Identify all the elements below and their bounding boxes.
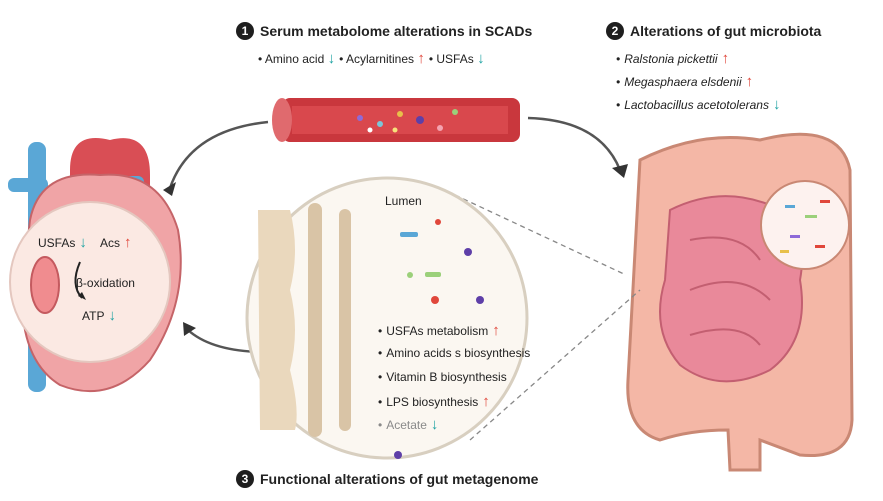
section3-header: 3 Functional alterations of gut metageno… [236,470,538,488]
down-arrow-icon: ↓ [327,50,336,67]
section2-title: Alterations of gut microbiota [630,23,822,39]
section1-item: • Acylarnitines ↑ [339,50,425,67]
heart-illustration [8,138,182,393]
section1-number-badge: 1 [236,22,254,40]
section3-title: Functional alterations of gut metagenome [260,471,539,487]
section3-item: • Amino acids s biosynthesis [378,346,531,360]
up-arrow-icon: ↑ [124,234,132,251]
metagenome-zoom-circle [245,176,641,460]
up-arrow-icon: ↑ [492,322,500,339]
section3-item: • LPS biosynthesis ↑ [378,393,490,410]
section3-number-badge: 3 [236,470,254,488]
section3-item: • Acetate ↓ [378,416,439,433]
arrow-vessel-to-gut [527,116,622,171]
section1-title: Serum metabolome alterations in SCADs [260,23,533,39]
down-arrow-icon: ↓ [108,307,116,324]
lumen-label: Lumen [385,194,422,208]
arrow-head-heart-lower [183,322,196,336]
down-arrow-icon: ↓ [477,50,485,67]
arrow-metagenome-to-heart [187,329,259,354]
section2-item: • Lactobacillus acetotolerans ↓ [616,96,781,113]
heart-atp: ATP ↓ [82,307,116,324]
section1-items: • Amino acid ↓ • Acylarnitines ↑ • USFAs… [258,50,485,67]
up-arrow-icon: ↑ [482,393,490,410]
section1-item: • Amino acid ↓ [258,50,336,67]
heart-usfas: USFAs ↓ [38,234,87,251]
heart-beta-oxidation: β-oxidation [76,276,135,290]
arrow-head-gut [612,164,628,178]
section1-header: 1 Serum metabolome alterations in SCADs [236,22,532,40]
down-arrow-icon: ↓ [772,96,781,113]
heart-acs: Acs ↑ [100,234,132,251]
up-arrow-icon: ↑ [721,50,730,67]
section1-item: • USFAs ↓ [428,50,485,67]
down-arrow-icon: ↓ [430,416,439,433]
section2-item: • Megasphaera elsdenii ↑ [616,73,754,90]
section2-number-badge: 2 [606,22,624,40]
section2-header: 2 Alterations of gut microbiota [606,22,821,40]
section2-item: • Ralstonia pickettii ↑ [616,50,730,67]
section3-item: • Vitamin B biosynthesis [378,370,507,384]
blood-vessel-illustration [272,98,520,142]
down-arrow-icon: ↓ [79,234,87,251]
section3-item: • USFAs metabolism ↑ [378,322,500,339]
up-arrow-icon: ↑ [417,50,425,67]
arrow-head-heart [163,182,176,196]
arrow-vessel-to-heart [168,120,269,189]
intestine-illustration [626,132,854,472]
up-arrow-icon: ↑ [745,73,754,90]
